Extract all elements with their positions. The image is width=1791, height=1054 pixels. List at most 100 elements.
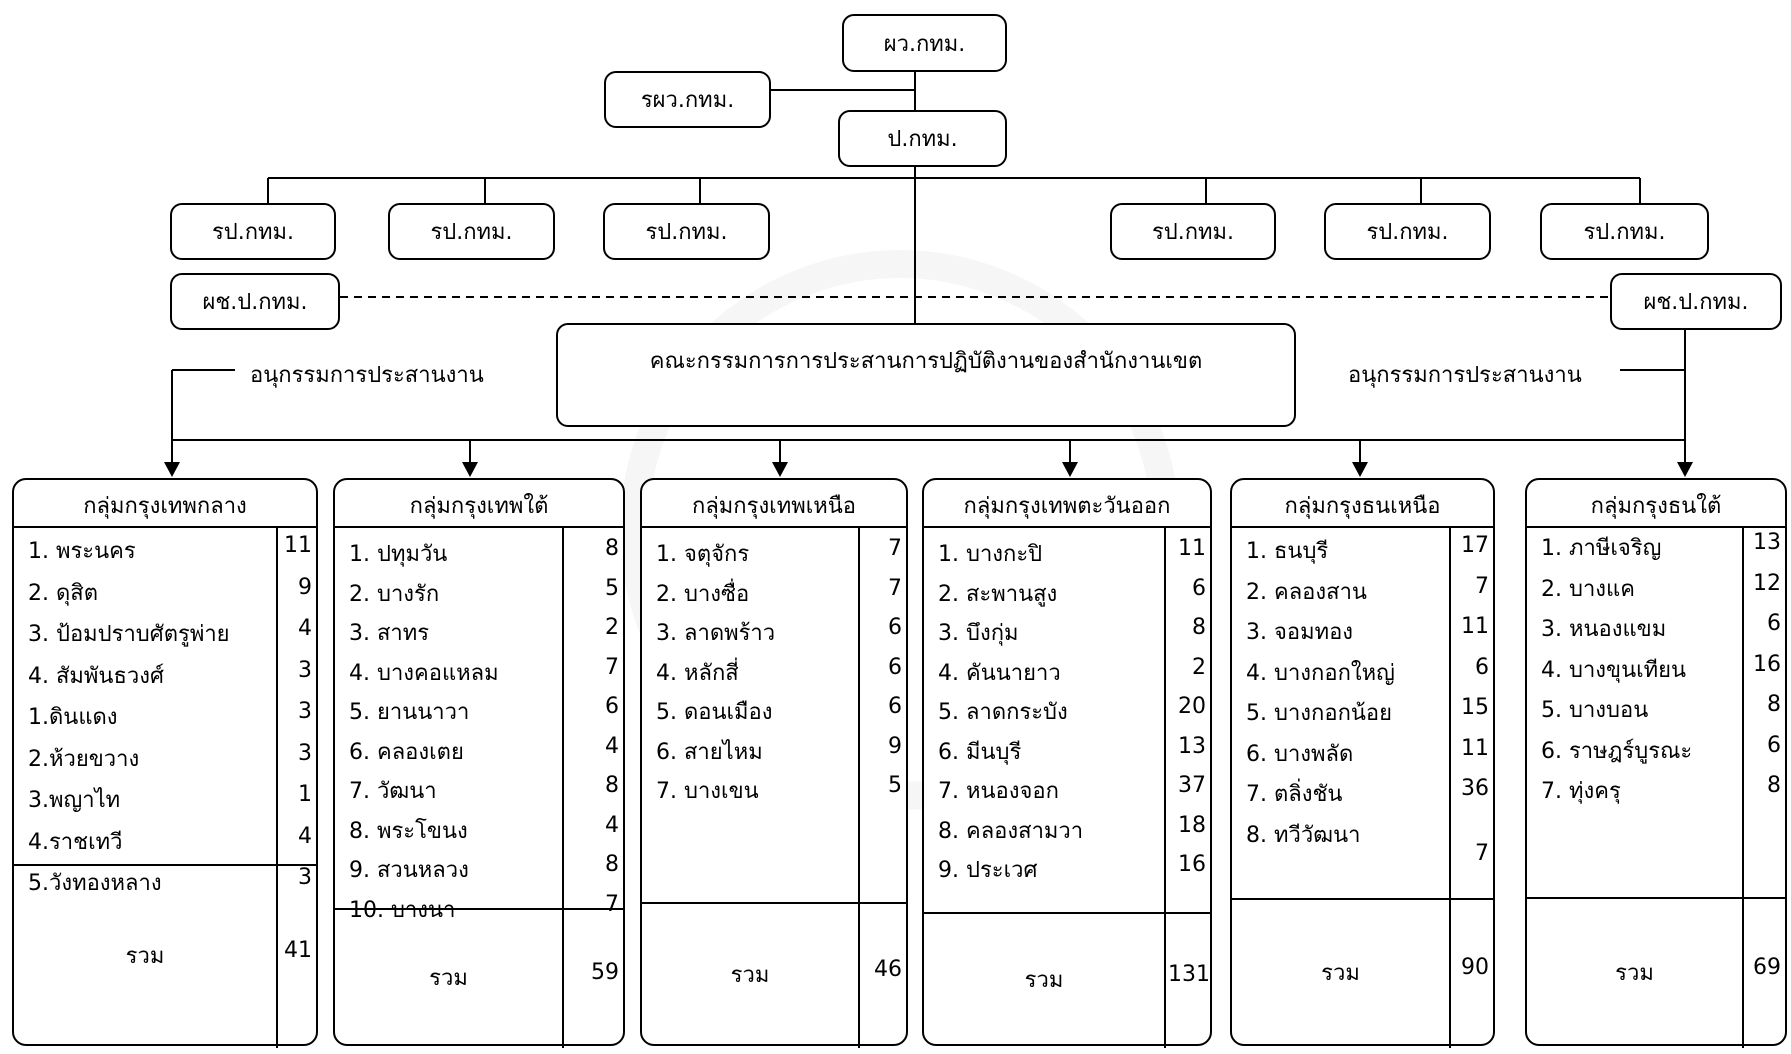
arrow-head-4 bbox=[1062, 462, 1078, 477]
district-name: 1. ปทุมวัน bbox=[349, 542, 448, 567]
arrow-head-3 bbox=[772, 462, 788, 477]
district-count: 3 bbox=[298, 865, 312, 890]
district-count: 11 bbox=[1461, 735, 1489, 761]
district-name: 6. ราษฎร์บูรณะ bbox=[1541, 738, 1693, 764]
assistant-right-box: ผช.ป.กทม. bbox=[1610, 273, 1782, 330]
group-footer-divider bbox=[1527, 897, 1785, 899]
group-header-divider bbox=[14, 526, 316, 528]
district-count: 8 bbox=[1767, 692, 1781, 717]
district-count: 13 bbox=[1178, 733, 1206, 759]
district-name: 4.ราชเทวี bbox=[28, 829, 123, 855]
district-name: 2. บางรัก bbox=[349, 581, 440, 607]
arrow-head-5 bbox=[1352, 462, 1368, 477]
district-name: 2. บางแค bbox=[1541, 576, 1635, 602]
group-footer-divider bbox=[335, 908, 623, 910]
district-name: 4. สัมพันธวงศ์ bbox=[28, 663, 164, 689]
district-name: 4. บางคอแหลม bbox=[349, 660, 499, 686]
district-count: 6 bbox=[605, 694, 619, 719]
district-count: 12 bbox=[1753, 570, 1781, 596]
district-count: 5 bbox=[888, 773, 902, 798]
district-count: 11 bbox=[284, 533, 312, 558]
district-name: 5. บางกอกน้อย bbox=[1246, 701, 1393, 726]
total-value: 90 bbox=[1461, 955, 1489, 980]
governor-box: ผว.กทม. bbox=[842, 14, 1007, 72]
district-name: 5. ยานนาวา bbox=[349, 700, 470, 725]
group-header-divider bbox=[335, 526, 623, 528]
group-column-divider bbox=[562, 528, 564, 1048]
sub-committee-right-label: อนุกรรมการประสานงาน bbox=[1348, 363, 1582, 388]
district-count: 8 bbox=[605, 852, 619, 877]
district-count: 7 bbox=[888, 575, 902, 601]
district-count: 6 bbox=[888, 654, 902, 680]
district-count: 8 bbox=[1192, 615, 1206, 640]
district-count: 5 bbox=[605, 575, 619, 601]
district-count: 6 bbox=[888, 615, 902, 640]
district-name: 1.ดินแดง bbox=[28, 705, 118, 730]
district-count: 9 bbox=[888, 733, 902, 759]
group-column-divider bbox=[858, 528, 860, 1048]
deputy-permanent-box-3: รป.กทม. bbox=[603, 203, 770, 260]
district-count: 6 bbox=[1767, 732, 1781, 758]
total-label: รวม bbox=[429, 966, 468, 991]
district-name: 1. จตุจักร bbox=[656, 542, 750, 567]
district-name: 7. ตลิ่งชัน bbox=[1246, 782, 1343, 807]
district-name: 3. ลาดพร้าว bbox=[656, 621, 776, 646]
group-footer-divider bbox=[924, 912, 1210, 914]
district-name: 6. คลองเตย bbox=[349, 739, 464, 765]
district-name: 4. บางกอกใหญ่ bbox=[1246, 660, 1395, 686]
district-count: 11 bbox=[1178, 536, 1206, 561]
district-count: 7 bbox=[888, 536, 902, 561]
deputy-permanent-box-6: รป.กทม. bbox=[1540, 203, 1709, 260]
district-name: 3. สาทร bbox=[349, 621, 430, 646]
district-name: 5. บางบอน bbox=[1541, 698, 1649, 723]
district-name: 6. มีนบุรี bbox=[938, 739, 1022, 765]
deputy-permanent-box-2: รป.กทม. bbox=[388, 203, 555, 260]
district-name: 8. ทวีวัฒนา bbox=[1246, 822, 1361, 848]
district-name: 4. บางขุนเทียน bbox=[1541, 657, 1687, 683]
committee-box: คณะกรรมการการประสานการปฏิบัติงานของสำนัก… bbox=[556, 323, 1296, 427]
district-count: 16 bbox=[1178, 852, 1206, 877]
district-name: 9. สวนหลวง bbox=[349, 858, 469, 883]
group-header-divider bbox=[1232, 526, 1493, 528]
district-name: 5. ดอนเมือง bbox=[656, 700, 773, 725]
group-header-divider bbox=[1527, 526, 1785, 528]
total-label: รวม bbox=[1024, 968, 1064, 993]
district-name: 2.ห้วยขวาง bbox=[28, 746, 140, 772]
district-count: 18 bbox=[1178, 812, 1206, 838]
district-count: 6 bbox=[1475, 654, 1489, 680]
assistant-left-box: ผช.ป.กทม. bbox=[170, 273, 340, 330]
group-title: กลุ่มกรุงเทพเหนือ bbox=[692, 494, 856, 519]
district-name: 5. ลาดกระบัง bbox=[938, 700, 1068, 725]
district-count: 16 bbox=[1753, 651, 1781, 677]
district-count: 7 bbox=[1475, 573, 1489, 599]
district-name: 4. คันนายาว bbox=[938, 660, 1061, 686]
district-name: 3. หนองแขม bbox=[1541, 617, 1667, 642]
group-footer-divider bbox=[642, 902, 906, 904]
district-count: 4 bbox=[605, 733, 619, 759]
district-count: 3 bbox=[298, 740, 312, 766]
district-count: 37 bbox=[1178, 773, 1206, 798]
group-title: กลุ่มกรุงธนใต้ bbox=[1590, 494, 1722, 519]
district-count: 20 bbox=[1178, 694, 1206, 719]
district-count: 6 bbox=[888, 694, 902, 719]
arrow-head-2 bbox=[462, 462, 478, 477]
district-count: 3 bbox=[298, 657, 312, 683]
district-count: 7 bbox=[605, 654, 619, 680]
district-name: 2. สะพานสูง bbox=[938, 581, 1058, 607]
group-column-divider bbox=[1449, 528, 1451, 1048]
district-count: 4 bbox=[298, 616, 312, 641]
district-name: 8. พระโขนง bbox=[349, 818, 468, 844]
district-name: 7. บางเขน bbox=[656, 779, 759, 804]
district-name: 10. บางนา bbox=[349, 897, 456, 923]
district-count: 15 bbox=[1461, 695, 1489, 720]
deputy-permanent-box-5: รป.กทม. bbox=[1324, 203, 1491, 260]
district-name: 5.วังทองหลาง bbox=[28, 871, 162, 896]
group-header-divider bbox=[924, 526, 1210, 528]
total-label: รวม bbox=[730, 963, 770, 988]
